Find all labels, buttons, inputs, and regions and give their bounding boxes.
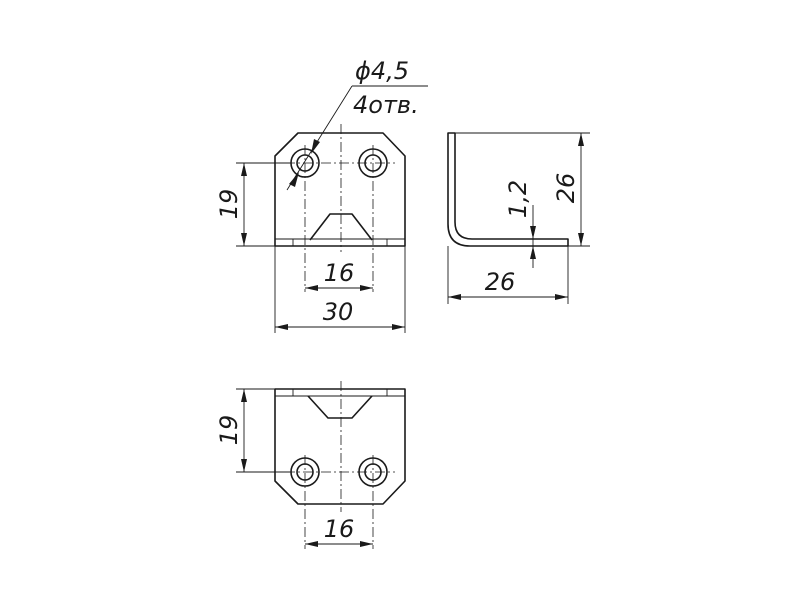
side-view-height-label: 26: [552, 173, 580, 204]
front-view-arrow-16-left: [305, 285, 318, 291]
front-view-outline: [274, 132, 406, 247]
side-view-arrow-thickness-top: [530, 226, 536, 239]
side-view-arrow-26h-right: [555, 294, 568, 300]
side-view-arrow-thickness-bottom: [530, 246, 536, 259]
side-view-thickness-label: 1,2: [504, 180, 532, 218]
front-view-arrow-30-right: [392, 324, 405, 330]
side-view-arrow-26v-top: [578, 133, 584, 146]
front-view-arrow-30-left: [275, 324, 288, 330]
side-view-arrow-26h-left: [448, 294, 461, 300]
bottom-view-spacing-label: 16: [324, 515, 355, 543]
hole-callout-arrow-out: [289, 172, 299, 187]
front-view-arrow-19-bottom: [241, 233, 247, 246]
bottom-view-arrow-16-left: [305, 541, 318, 547]
front-view-height-label: 19: [215, 189, 243, 220]
bottom-view-height-label: 19: [215, 415, 243, 446]
side-view-length-label: 26: [485, 268, 516, 296]
front-view-arrow-16-right: [360, 285, 373, 291]
side-view-profile: [447, 132, 569, 247]
bottom-view: 19 16: [215, 381, 406, 549]
bottom-view-arrow-19-top: [241, 389, 247, 402]
front-view-arrow-19-top: [241, 163, 247, 176]
side-view: 26 1,2 26: [447, 132, 590, 304]
hole-callout-arrow-in: [311, 139, 320, 154]
bottom-view-outline: [274, 388, 406, 505]
hole-callout-leader: [286, 85, 353, 191]
front-view-width-label: 30: [323, 298, 354, 326]
bottom-view-rib: [307, 395, 373, 419]
hole-callout-diameter: ϕ4,5: [355, 57, 409, 85]
bottom-view-arrow-19-bottom: [241, 459, 247, 472]
side-view-arrow-26v-bottom: [578, 233, 584, 246]
hole-callout-count: 4отв.: [353, 91, 419, 119]
front-view: 19 16 30 ϕ4,5 4отв.: [215, 57, 428, 333]
front-view-spacing-label: 16: [324, 259, 355, 287]
bottom-view-arrow-16-right: [360, 541, 373, 547]
